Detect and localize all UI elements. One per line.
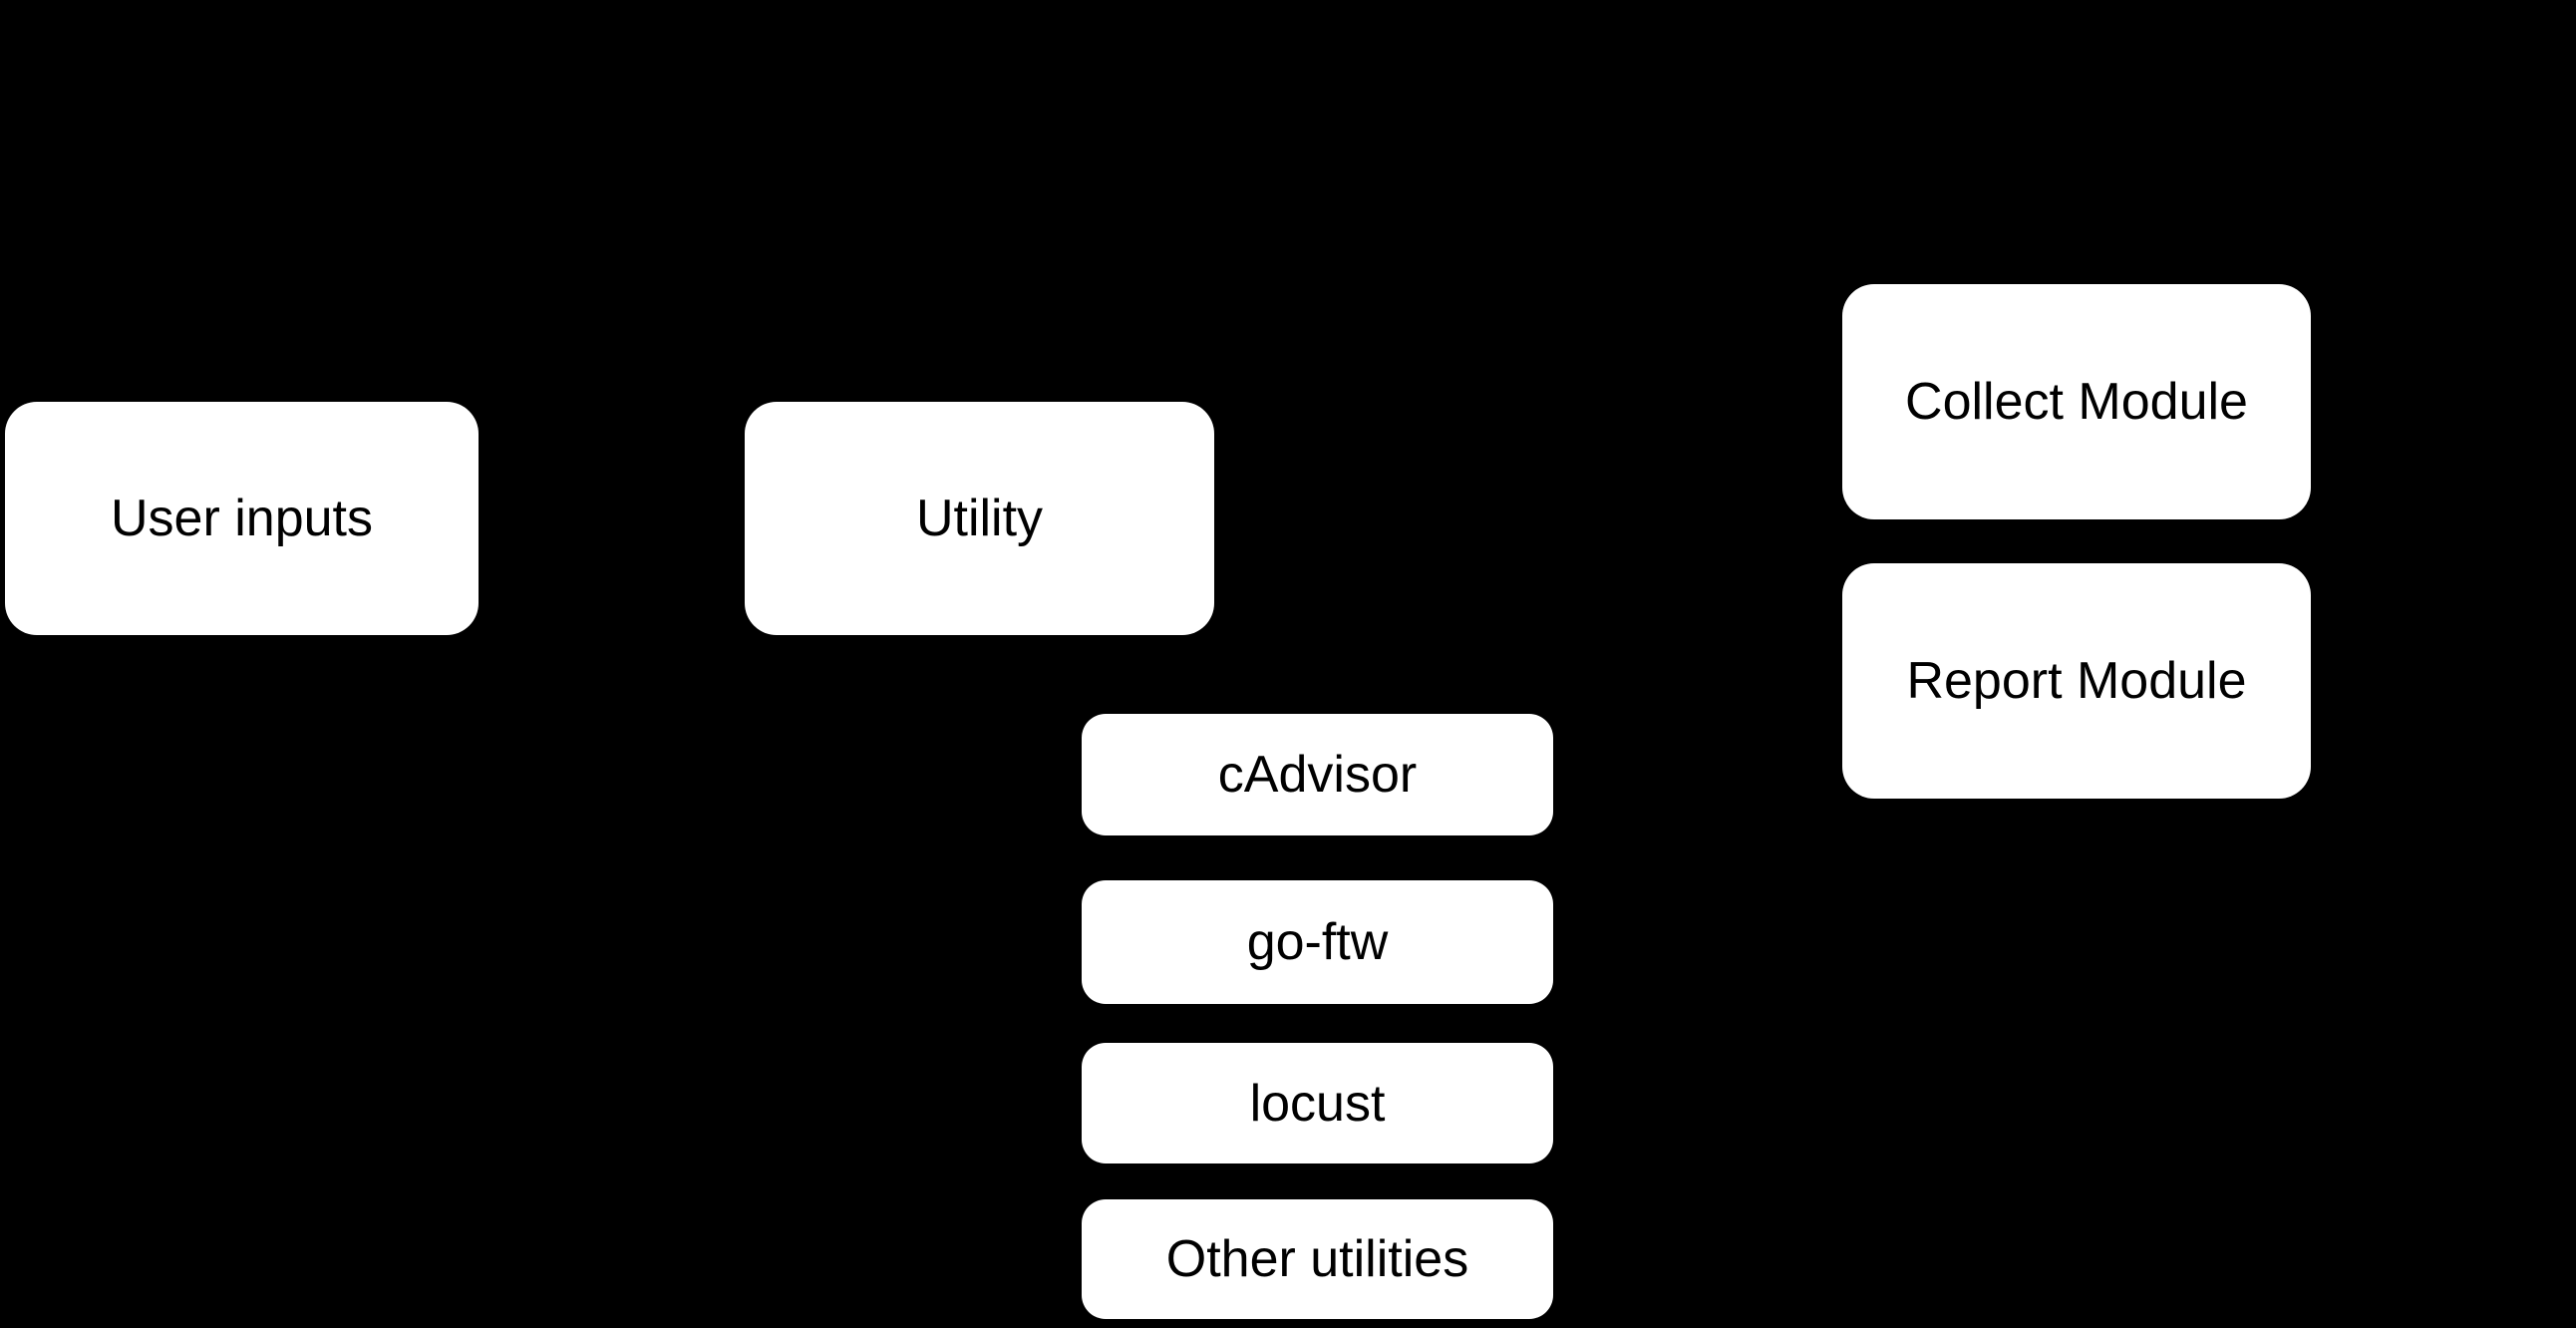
- node-cadvisor: cAdvisor: [1082, 714, 1553, 835]
- node-user-inputs: User inputs: [5, 402, 479, 635]
- node-user-inputs-label: User inputs: [111, 490, 373, 547]
- node-go-ftw-label: go-ftw: [1246, 913, 1389, 971]
- node-cadvisor-label: cAdvisor: [1217, 746, 1418, 804]
- node-report-module-label: Report Module: [1906, 652, 2247, 710]
- node-report-module: Report Module: [1842, 563, 2311, 799]
- node-other-utilities-label: Other utilities: [1165, 1230, 1469, 1288]
- node-locust: locust: [1082, 1043, 1553, 1163]
- node-utility-label: Utility: [915, 490, 1044, 547]
- node-locust-label: locust: [1249, 1074, 1386, 1133]
- node-go-ftw: go-ftw: [1082, 880, 1553, 1004]
- node-collect-module-label: Collect Module: [1905, 373, 2248, 431]
- node-utility: Utility: [745, 402, 1214, 635]
- node-collect-module: Collect Module: [1842, 284, 2311, 519]
- node-other-utilities: Other utilities: [1082, 1199, 1553, 1319]
